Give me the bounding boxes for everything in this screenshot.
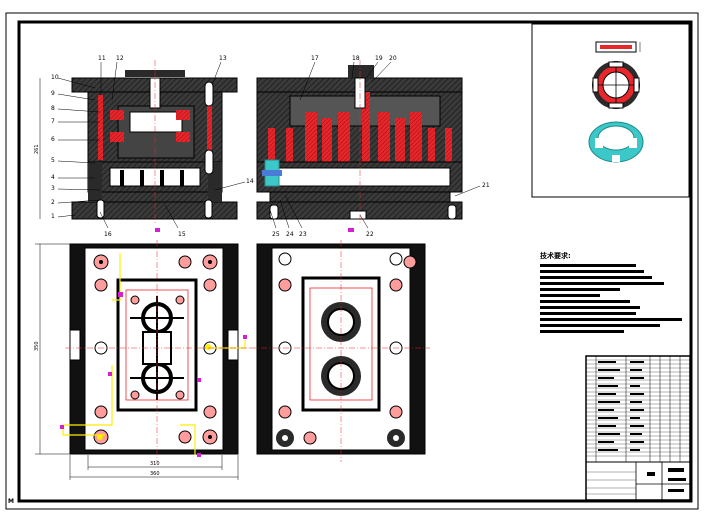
part-number: 16 — [104, 231, 112, 238]
bottom-clamp-plate — [71, 201, 238, 220]
part-number: 4 — [51, 174, 55, 181]
part-number: 17 — [311, 55, 319, 62]
technical-requirements: 技术要求: — [540, 251, 682, 333]
product-view-box — [531, 23, 690, 198]
part-number: 20 — [389, 55, 397, 62]
part-number: 19 — [375, 55, 383, 62]
part-number: 15 — [178, 231, 186, 238]
part-number: 22 — [366, 231, 374, 238]
part-number: 2 — [51, 199, 55, 206]
right-callouts — [269, 61, 481, 229]
part-number: 18 — [352, 55, 360, 62]
section-view-left — [71, 60, 238, 232]
part-number: 23 — [299, 231, 307, 238]
part-number: 24 — [286, 231, 294, 238]
plan-view-left — [60, 240, 250, 462]
plan-width-dim-inner: 310 — [150, 461, 160, 467]
part-number: 11 — [98, 55, 106, 62]
part-number: 1 — [51, 213, 55, 220]
part-number: 5 — [51, 157, 55, 164]
part-number: 9 — [51, 90, 55, 97]
plan-width-dim-outer: 360 — [150, 471, 160, 477]
sheet-outer-border — [5, 12, 699, 510]
left-callouts — [57, 61, 246, 229]
right-part-numbers: 17 18 19 20 21 25 24 23 22 — [272, 55, 490, 238]
part-number: 8 — [51, 105, 55, 112]
corner-mark: M — [8, 498, 14, 505]
title-block — [585, 355, 691, 501]
plan-dimensions — [35, 243, 239, 480]
tech-req-title: 技术要求: — [540, 251, 571, 260]
height-dimension: 261 — [34, 144, 40, 154]
left-part-numbers: 10 9 8 7 6 5 4 3 2 1 11 12 13 14 16 15 — [51, 55, 254, 238]
plan-view-right — [250, 240, 430, 462]
sheet-inner-border — [17, 20, 693, 503]
part-number: 7 — [51, 118, 55, 125]
part-number: 25 — [272, 231, 280, 238]
part-number: 6 — [51, 136, 55, 143]
part-number: 21 — [482, 182, 490, 189]
part-number: 13 — [219, 55, 227, 62]
section-view-right — [256, 60, 463, 232]
part-number: 10 — [51, 74, 59, 81]
part-number: 3 — [51, 185, 55, 192]
part-number: 12 — [116, 55, 124, 62]
plan-height-dim: 350 — [34, 341, 40, 351]
part-number: 14 — [246, 178, 254, 185]
